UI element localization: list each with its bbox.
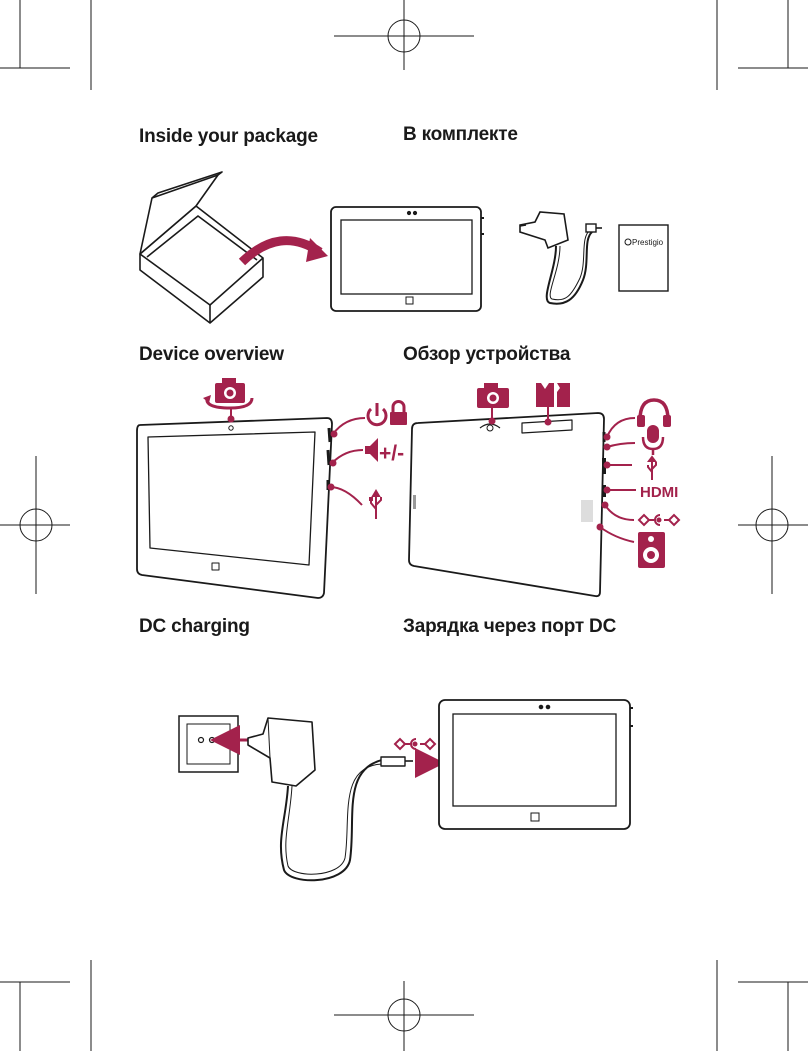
usb-icon xyxy=(369,489,382,519)
tablet-icon xyxy=(330,206,484,312)
lock-icon xyxy=(390,400,407,425)
package-title-ru: В комплекте xyxy=(403,124,518,145)
charger-icon xyxy=(247,717,413,882)
sim-sd-icon xyxy=(536,383,570,407)
microphone-icon xyxy=(641,425,665,455)
charger-icon xyxy=(519,211,602,305)
charging-title-en: DC charging xyxy=(139,616,250,637)
windows-logo-icon xyxy=(530,812,540,822)
usb-icon xyxy=(647,455,657,480)
camera-rotate-icon xyxy=(203,378,254,410)
registration-mark xyxy=(334,981,474,1051)
dc-in-icon xyxy=(393,737,437,751)
volume-icon xyxy=(365,438,378,462)
camera-icon xyxy=(477,383,509,408)
speaker-icon xyxy=(638,532,665,568)
windows-logo-icon xyxy=(211,562,220,571)
registration-mark xyxy=(738,456,808,594)
hdmi-label: HDMI xyxy=(640,484,678,501)
manual-icon: Prestigio xyxy=(618,224,669,292)
windows-logo-icon xyxy=(405,296,414,305)
headphones-icon xyxy=(637,398,671,427)
registration-mark xyxy=(334,0,474,70)
brand-label: Prestigio xyxy=(632,238,664,247)
overview-title-ru: Обзор устройства xyxy=(403,344,571,365)
package-title-en: Inside your package xyxy=(139,126,318,147)
volume-label: +/- xyxy=(379,442,404,465)
tablet-icon xyxy=(438,699,633,830)
power-icon xyxy=(366,403,388,427)
registration-mark xyxy=(0,456,70,594)
wall-socket-icon xyxy=(178,715,239,773)
back-tablet-icon xyxy=(408,412,606,598)
charging-title-ru: Зарядка через порт DC xyxy=(403,616,617,637)
box-icon xyxy=(139,171,264,324)
overview-title-en: Device overview xyxy=(139,344,284,365)
dc-in-icon xyxy=(637,513,681,527)
front-tablet-icon xyxy=(136,417,333,599)
